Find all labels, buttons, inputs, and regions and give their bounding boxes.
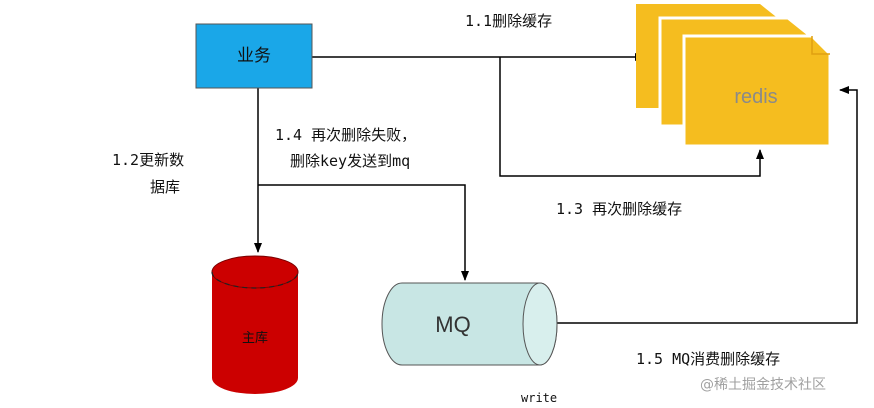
- edge-retry-delete-to-redis: [499, 57, 764, 177]
- edge-send-to-mq: [258, 184, 469, 281]
- main-db-label: 主库: [242, 330, 268, 346]
- edge-label-1-2-line2: 据库: [150, 178, 180, 196]
- edge-mq-to-redis: [557, 86, 858, 324]
- edge-label-1-5: 1.5 MQ消费删除缓存: [636, 350, 780, 368]
- business-label: 业务: [237, 46, 271, 66]
- mq-node: MQ: [381, 282, 558, 366]
- redis-label: redis: [734, 86, 777, 108]
- main-db-node: 主库: [211, 255, 299, 394]
- edge-label-1-2-line1: 1.2更新数: [112, 151, 184, 169]
- mq-label: MQ: [435, 312, 470, 337]
- watermark: @稀土掘金技术社区: [700, 377, 826, 393]
- redis-node: redis: [636, 4, 832, 148]
- edge-label-1-3: 1.3 再次删除缓存: [556, 200, 682, 218]
- edges: [254, 53, 858, 324]
- edge-label-1-4-line2: 删除key发送到mq: [290, 152, 410, 170]
- business-node: 业务: [195, 23, 313, 89]
- edge-label-1-1: 1.1删除缓存: [465, 12, 552, 30]
- caption: write: [521, 391, 557, 405]
- edge-label-1-4-line1: 1.4 再次删除失败，: [275, 126, 416, 144]
